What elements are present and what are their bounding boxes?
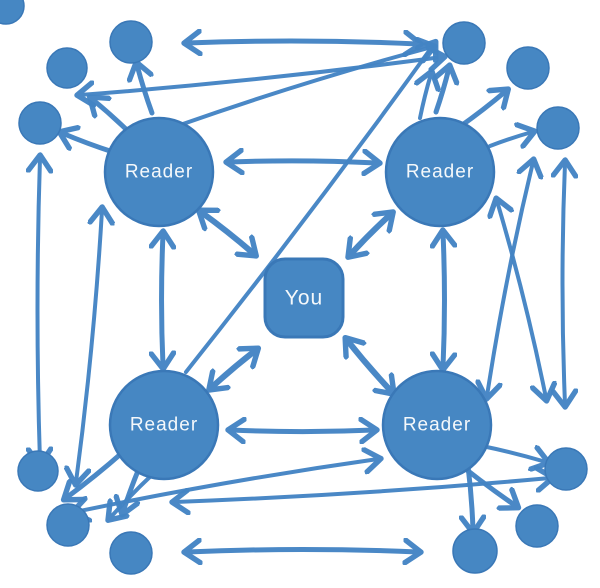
arrow-connector bbox=[178, 47, 432, 127]
arrow-connector bbox=[76, 210, 102, 482]
arrow-connector bbox=[480, 444, 546, 462]
reader-circle bbox=[381, 369, 493, 481]
reader-node-label: Reader bbox=[403, 415, 471, 436]
arrow-connector bbox=[211, 350, 256, 388]
peripheral-node bbox=[109, 20, 153, 64]
reader-node-label: Reader bbox=[125, 162, 193, 183]
arrow-connector bbox=[162, 234, 163, 366]
peripheral-circles-layer bbox=[0, 0, 588, 575]
peripheral-node bbox=[18, 101, 62, 145]
peripheral-node bbox=[17, 450, 59, 492]
arrow-connector bbox=[420, 74, 431, 120]
peripheral-node bbox=[452, 528, 498, 574]
arrow-connector bbox=[229, 161, 377, 163]
arrow-connector bbox=[187, 550, 418, 553]
arrow-connector bbox=[187, 41, 418, 44]
arrow-connector bbox=[184, 44, 434, 374]
reader-circle bbox=[384, 116, 496, 228]
arrow-connector bbox=[66, 449, 126, 498]
arrows-layer bbox=[38, 41, 566, 552]
reader-circle bbox=[103, 116, 215, 228]
arrow-connector bbox=[563, 163, 566, 404]
you-box bbox=[263, 257, 345, 339]
reader-node: Reader bbox=[108, 369, 220, 481]
peripheral-node bbox=[515, 504, 559, 548]
arrow-connector bbox=[92, 99, 133, 136]
reader-node-label: Reader bbox=[130, 415, 198, 436]
arrow-connector bbox=[80, 57, 442, 95]
arrow-connector bbox=[436, 68, 449, 115]
you-node-label: You bbox=[285, 287, 323, 310]
arrow-connector bbox=[62, 133, 116, 155]
arrow-connector bbox=[443, 233, 444, 367]
arrow-connector bbox=[137, 65, 155, 116]
peripheral-node bbox=[46, 503, 90, 547]
you-node: You bbox=[263, 257, 345, 339]
peripheral-node bbox=[536, 106, 580, 150]
reader-circle bbox=[108, 369, 220, 481]
reader-node: Reader bbox=[381, 369, 493, 481]
peripheral-node bbox=[506, 46, 550, 90]
peripheral-node bbox=[109, 531, 153, 575]
peripheral-node bbox=[544, 447, 588, 491]
arrow-connector bbox=[38, 158, 41, 462]
arrow-connector bbox=[488, 132, 532, 146]
peripheral-node bbox=[46, 47, 88, 89]
arrow-connector bbox=[487, 162, 533, 396]
arrow-connector bbox=[201, 212, 254, 254]
arrow-connector bbox=[455, 91, 506, 131]
arrow-connector bbox=[350, 214, 391, 255]
reader-node: Reader bbox=[384, 116, 496, 228]
peripheral-node bbox=[0, 0, 25, 25]
reader-node-label: Reader bbox=[406, 162, 474, 183]
arrow-connector bbox=[347, 340, 392, 392]
peripheral-node bbox=[442, 21, 486, 65]
arrow-connector bbox=[231, 430, 374, 432]
reader-node: Reader bbox=[103, 116, 215, 228]
